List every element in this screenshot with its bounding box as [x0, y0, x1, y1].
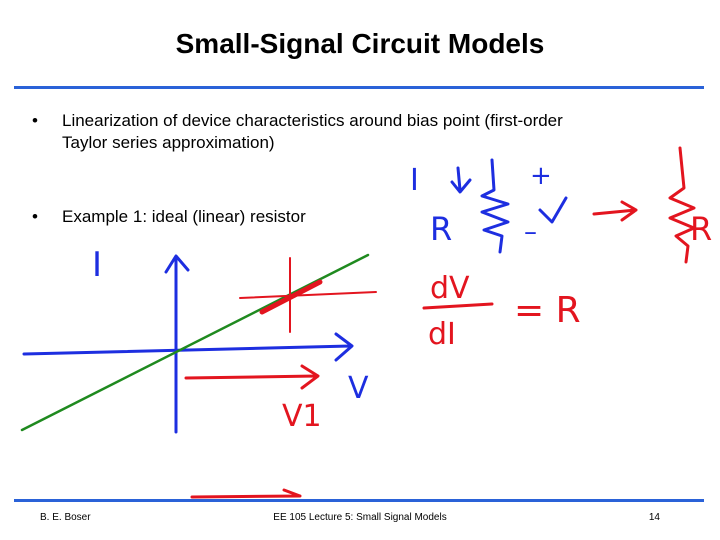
graph-y-label: I — [92, 245, 102, 285]
footer-page-number: 14 — [648, 512, 660, 523]
y-axis-arrow — [164, 254, 190, 434]
resistor-symbol — [480, 158, 510, 254]
footer-rule — [14, 499, 704, 502]
bullet-item: • Example 1: ideal (linear) resistor — [32, 206, 582, 228]
plus-sign-label: + — [530, 161, 552, 191]
minus-sign-label: – — [524, 217, 537, 247]
bullet-glyph: • — [32, 111, 38, 130]
graph-x-label: V — [348, 371, 369, 406]
bullet-glyph: • — [32, 207, 38, 226]
title-rule — [14, 86, 704, 89]
voltage-v-mark — [538, 196, 568, 224]
footer-author: B. E. Boser — [40, 512, 91, 523]
derivative-numerator: dV — [430, 271, 470, 306]
small-signal-resistor — [668, 146, 696, 264]
derivative-result: = R — [514, 290, 581, 331]
footer-course: EE 105 Lecture 5: Small Signal Models — [273, 512, 447, 523]
bullet-item: • Linearization of device characteristic… — [32, 110, 582, 154]
resistor-name-label: R — [430, 210, 452, 248]
bias-voltage-label: V1 — [282, 399, 322, 434]
current-arrow — [450, 166, 472, 194]
bias-voltage-arrow — [184, 364, 320, 390]
bullet-text: Linearization of device characteristics … — [62, 111, 563, 152]
resistor-current-label: I — [410, 163, 419, 198]
bias-point-tangent — [259, 279, 323, 315]
small-signal-resistor-label: R — [690, 210, 712, 248]
partial-arrow — [190, 488, 302, 499]
iv-line — [20, 253, 370, 432]
derivative-denominator: dI — [428, 317, 456, 352]
fraction-bar — [422, 302, 494, 310]
x-axis-arrow — [22, 332, 354, 362]
bias-point-cross — [239, 257, 377, 333]
slide-title: Small-Signal Circuit Models — [175, 28, 545, 59]
transform-arrow — [592, 200, 638, 222]
bullet-text: Example 1: ideal (linear) resistor — [62, 207, 306, 226]
